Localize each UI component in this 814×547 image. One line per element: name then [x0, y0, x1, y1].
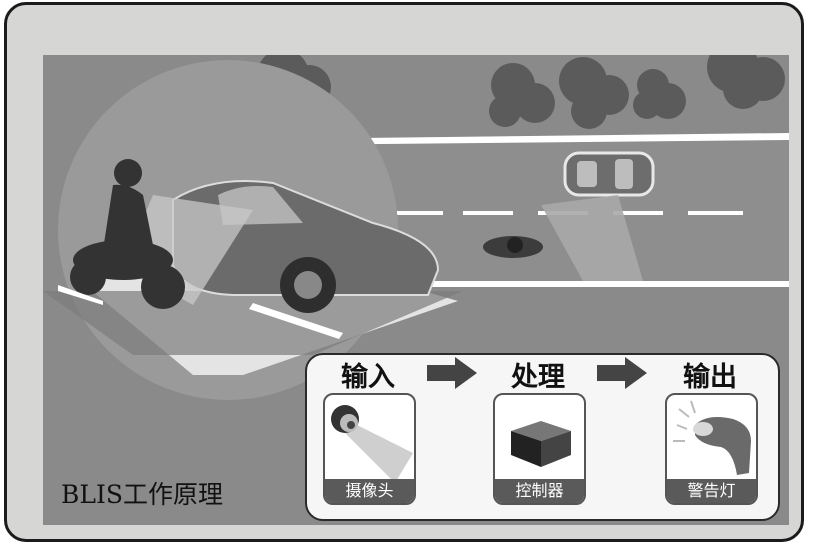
device-label-controller: 控制器: [495, 479, 584, 503]
camera-icon: [331, 405, 413, 483]
controller-box-icon: [511, 421, 571, 467]
process-panel: 输入 摄像头 处理 控制: [305, 353, 780, 521]
motorcycle-topview-icon: [483, 236, 543, 258]
stage-title-output: 输出: [683, 362, 737, 393]
device-label-camera: 摄像头: [325, 479, 414, 503]
stage-box-output: 警告灯: [665, 393, 758, 505]
scene-illustration: [43, 55, 789, 400]
diagram-caption: BLIS工作原理: [61, 480, 223, 509]
arrow-right-icon: [427, 357, 477, 389]
device-label-warning-light: 警告灯: [667, 479, 756, 503]
car-topview-icon: [563, 151, 655, 197]
figure-frame: BLIS工作原理 输入 摄像头 处理: [4, 2, 804, 542]
stage-box-input: 摄像头: [323, 393, 416, 505]
magnified-view: [43, 60, 463, 400]
stage-box-process: 控制器: [493, 393, 586, 505]
warning-light-icon: [673, 400, 751, 475]
blind-spot-scene: BLIS工作原理 输入 摄像头 处理: [43, 55, 789, 525]
stage-title-process: 处理: [511, 362, 565, 393]
stage-title-input: 输入: [341, 362, 395, 393]
arrow-right-icon: [597, 357, 647, 389]
